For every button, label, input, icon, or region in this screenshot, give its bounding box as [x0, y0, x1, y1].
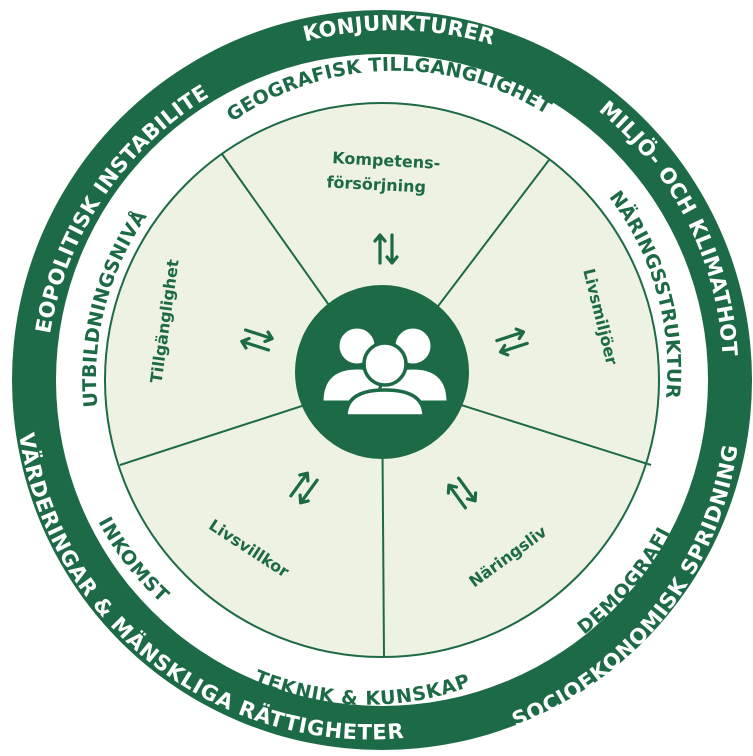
arrows-tillganglighet [240, 328, 274, 352]
arrows-naringsliv [446, 476, 478, 510]
arrows-livsmiljoer [495, 327, 529, 357]
arrows-livsvillkor [289, 471, 319, 505]
arrows-kompetens [373, 233, 399, 265]
people-group-icon [320, 325, 450, 418]
